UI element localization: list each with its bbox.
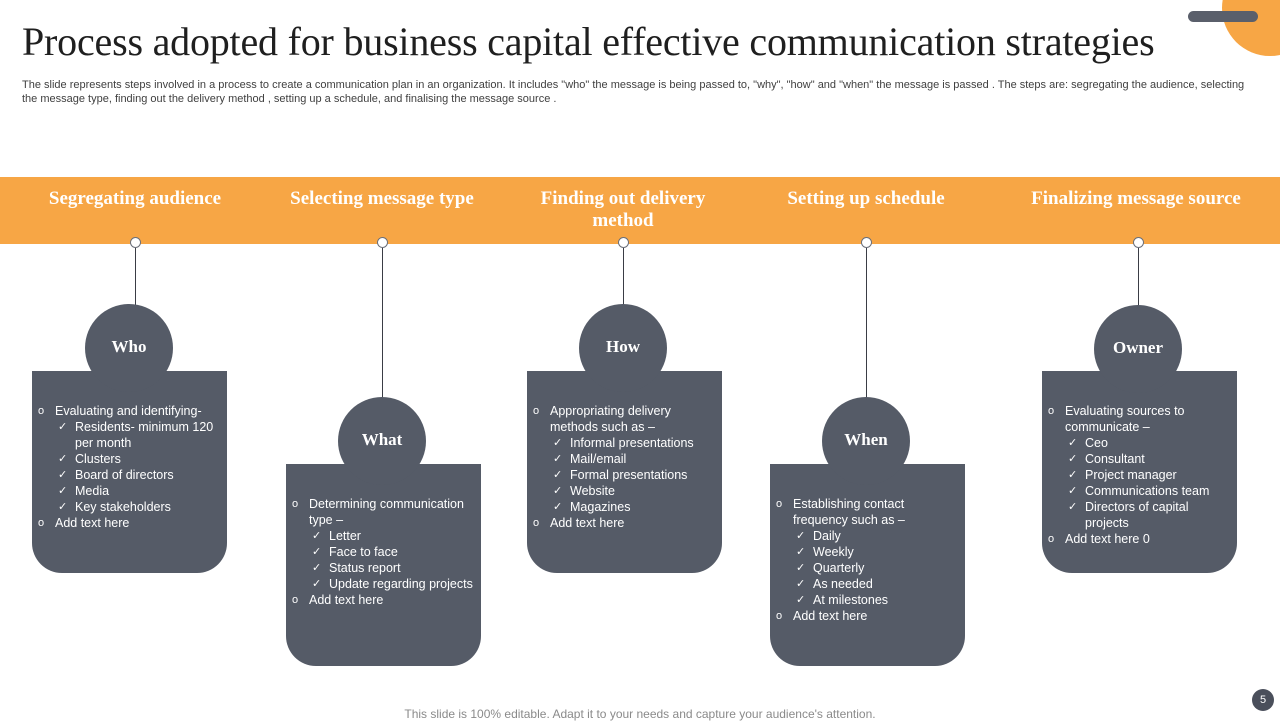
sub-list-item: Face to face: [292, 544, 473, 560]
step-list: Evaluating sources to communicate –CeoCo…: [1048, 403, 1229, 547]
connector-line: [866, 248, 867, 401]
footer-note: This slide is 100% editable. Adapt it to…: [404, 707, 876, 721]
steps-band: [0, 177, 1280, 244]
step-bubble-label: What: [361, 430, 403, 449]
sub-list-item: Status report: [292, 560, 473, 576]
list-item: Add text here: [38, 515, 219, 531]
sub-list-item: Media: [38, 483, 219, 499]
step-bubble: [85, 304, 173, 392]
step-list: Evaluating and identifying-Residents- mi…: [38, 403, 219, 531]
step-bubble: [579, 304, 667, 392]
sub-list-item: Consultant: [1048, 451, 1229, 467]
step-list: Appropriating delivery methods such as –…: [533, 403, 714, 531]
step-bubble-label: Owner: [1112, 338, 1164, 357]
sub-list-item: Residents- minimum 120 per month: [38, 419, 219, 451]
step-title: Selecting message type: [290, 188, 474, 209]
step-title: Finding out delivery method: [540, 188, 706, 231]
step-bubble: [822, 397, 910, 485]
list-item: Appropriating delivery methods such as –: [533, 403, 714, 435]
step-bubble-label: How: [606, 337, 640, 356]
sub-list-item: Key stakeholders: [38, 499, 219, 515]
sub-list-item: Website: [533, 483, 714, 499]
list-item: Determining communication type –: [292, 496, 473, 528]
connector-dot: [1133, 237, 1144, 248]
sub-list-item: Mail/email: [533, 451, 714, 467]
step-list: Establishing contact frequency such as –…: [776, 496, 957, 624]
step-title: Segregating audience: [48, 188, 222, 209]
step-bubble: [338, 397, 426, 485]
corner-decoration-circle: [1222, 0, 1280, 56]
sub-list-item: Clusters: [38, 451, 219, 467]
slide-title: Process adopted for business capital eff…: [22, 19, 1155, 64]
step-bubble: [1094, 305, 1182, 393]
sub-list-item: Communications team: [1048, 483, 1229, 499]
sub-list-item: Board of directors: [38, 467, 219, 483]
connector-line: [1138, 248, 1139, 309]
list-item: Evaluating sources to communicate –: [1048, 403, 1229, 435]
sub-list-item: Letter: [292, 528, 473, 544]
connector-line: [135, 248, 136, 308]
sub-list-item: Weekly: [776, 544, 957, 560]
connector-line: [382, 248, 383, 401]
sub-list-item: Formal presentations: [533, 467, 714, 483]
sub-list-item: Project manager: [1048, 467, 1229, 483]
page-number: 5: [1252, 689, 1274, 711]
sub-list-item: Directors of capital projects: [1048, 499, 1229, 531]
sub-list-item: Update regarding projects: [292, 576, 473, 592]
connector-dot: [377, 237, 388, 248]
sub-list-item: As needed: [776, 576, 957, 592]
step-card: Evaluating sources to communicate –CeoCo…: [1042, 371, 1237, 573]
step-card: Determining communication type –LetterFa…: [286, 464, 481, 666]
step-title: Finalizing message source: [1031, 188, 1241, 209]
list-item: Evaluating and identifying-: [38, 403, 219, 419]
step-list: Determining communication type –LetterFa…: [292, 496, 473, 608]
sub-list-item: Magazines: [533, 499, 714, 515]
step-title: Setting up schedule: [787, 188, 945, 209]
step-bubble-label: When: [844, 430, 888, 449]
step-card: Evaluating and identifying-Residents- mi…: [32, 371, 227, 573]
connector-dot: [618, 237, 629, 248]
sub-list-item: At milestones: [776, 592, 957, 608]
sub-list-item: Daily: [776, 528, 957, 544]
connector-dot: [130, 237, 141, 248]
step-bubble-label: Who: [111, 337, 147, 356]
sub-list-item: Quarterly: [776, 560, 957, 576]
connector-dot: [861, 237, 872, 248]
connector-line: [623, 248, 624, 308]
corner-decoration-bar: [1188, 11, 1258, 22]
step-card: Appropriating delivery methods such as –…: [527, 371, 722, 573]
sub-list-item: Ceo: [1048, 435, 1229, 451]
slide-subtitle: The slide represents steps involved in a…: [22, 79, 1245, 105]
list-item: Add text here: [292, 592, 473, 608]
sub-list-item: Informal presentations: [533, 435, 714, 451]
list-item: Add text here 0: [1048, 531, 1229, 547]
list-item: Establishing contact frequency such as –: [776, 496, 957, 528]
list-item: Add text here: [533, 515, 714, 531]
list-item: Add text here: [776, 608, 957, 624]
step-card: Establishing contact frequency such as –…: [770, 464, 965, 666]
